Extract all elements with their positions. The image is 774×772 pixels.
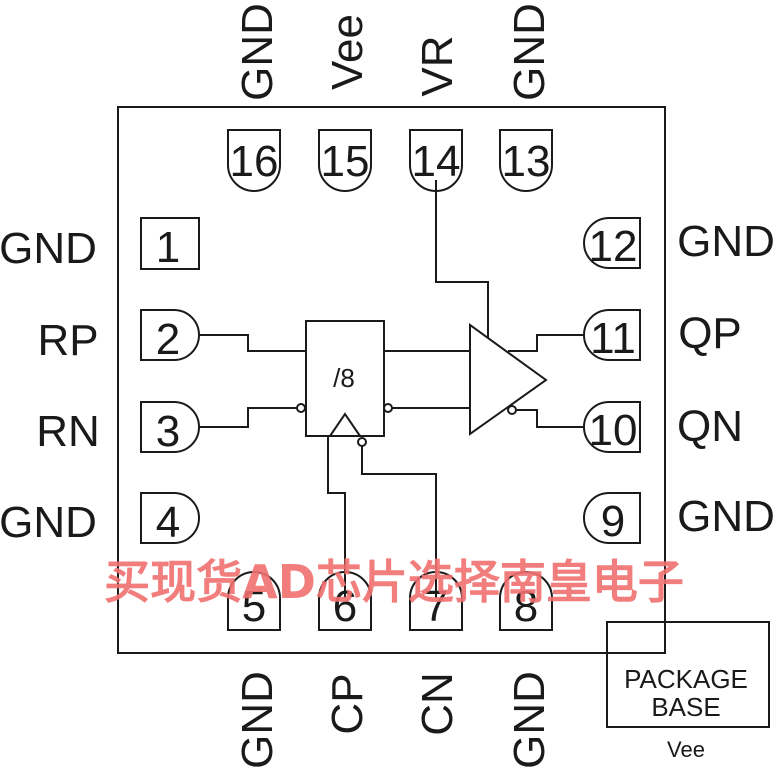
pin-1-number: 1 — [156, 223, 180, 272]
clock-input-triangle — [329, 412, 361, 437]
wire-rp — [199, 334, 306, 352]
wire-qp — [508, 334, 585, 352]
wire-rn — [199, 407, 297, 428]
pin-14-pad — [409, 129, 463, 192]
pin-16-name: GND — [233, 3, 282, 101]
package-outline — [117, 106, 666, 654]
pin-2-number: 2 — [156, 315, 180, 364]
pin-16-pad — [227, 129, 281, 192]
pin-15-name: Vee — [323, 14, 372, 90]
pin-1-pad — [140, 217, 200, 270]
pin-13-pad — [499, 129, 553, 192]
package-base-label-1: PACKAGE — [624, 664, 748, 694]
cn-invert-bubble — [357, 437, 367, 447]
wire-cp — [327, 436, 346, 598]
pin-13-number: 13 — [502, 137, 551, 186]
pin-4-number: 4 — [156, 498, 180, 547]
rn-invert-bubble — [296, 403, 306, 413]
pin-7-pad — [409, 571, 463, 631]
pin-9-number: 9 — [601, 497, 625, 546]
pin-4-pad — [140, 492, 200, 544]
pin-4-name: GND — [0, 498, 97, 547]
output-buffer — [469, 323, 548, 436]
div-out-invert-bubble — [383, 403, 393, 413]
pin-8-number: 8 — [514, 582, 538, 631]
wire-cn — [361, 446, 437, 598]
pin-14-number: 14 — [412, 137, 461, 186]
divider-label: /8 — [333, 363, 355, 393]
pin-1-name: GND — [0, 224, 97, 273]
pin-9-pad — [583, 492, 641, 544]
pin-12-number: 12 — [589, 222, 638, 271]
pin-11-number: 11 — [590, 314, 636, 363]
pin-15-number: 15 — [321, 137, 370, 186]
pin-7-name: CN — [413, 672, 462, 736]
pin-11-name: QP — [678, 309, 742, 358]
pin-2-name: RP — [37, 316, 98, 365]
pin-3-pad — [140, 401, 200, 453]
pin-12-pad — [583, 217, 641, 269]
pin-6-pad — [318, 571, 372, 631]
pin-3-number: 3 — [156, 407, 180, 456]
pin-8-name: GND — [505, 671, 554, 769]
divider-block — [305, 320, 385, 437]
wire-vr — [435, 180, 489, 338]
pin-8-pad — [499, 571, 553, 631]
pin-9-name: GND — [677, 492, 774, 541]
pin-15-pad — [318, 129, 372, 192]
pin-10-number: 10 — [589, 406, 638, 455]
qn-invert-bubble — [507, 405, 517, 415]
package-base-box — [606, 621, 770, 728]
pin-16-number: 16 — [230, 137, 279, 186]
pin-6-name: CP — [323, 673, 372, 734]
pin-11-pad — [583, 309, 641, 361]
pin-5-pad — [227, 571, 281, 631]
pin-10-pad — [583, 401, 641, 453]
pin-2-pad — [140, 309, 200, 361]
pin-10-name: QN — [677, 402, 743, 451]
pin-13-name: GND — [505, 3, 554, 101]
wire-qn — [516, 409, 585, 428]
pin-14-name: VR — [413, 35, 462, 96]
pin-12-name: GND — [677, 217, 774, 266]
pin-3-name: RN — [36, 407, 100, 456]
package-base-label-2: BASE — [651, 692, 720, 722]
pin-5-name: GND — [233, 671, 282, 769]
pin-5-number: 5 — [242, 582, 266, 631]
package-base-pin-label: Vee — [667, 737, 705, 762]
watermark-text: 买现货AD芯片选择南皇电子 — [104, 555, 684, 609]
